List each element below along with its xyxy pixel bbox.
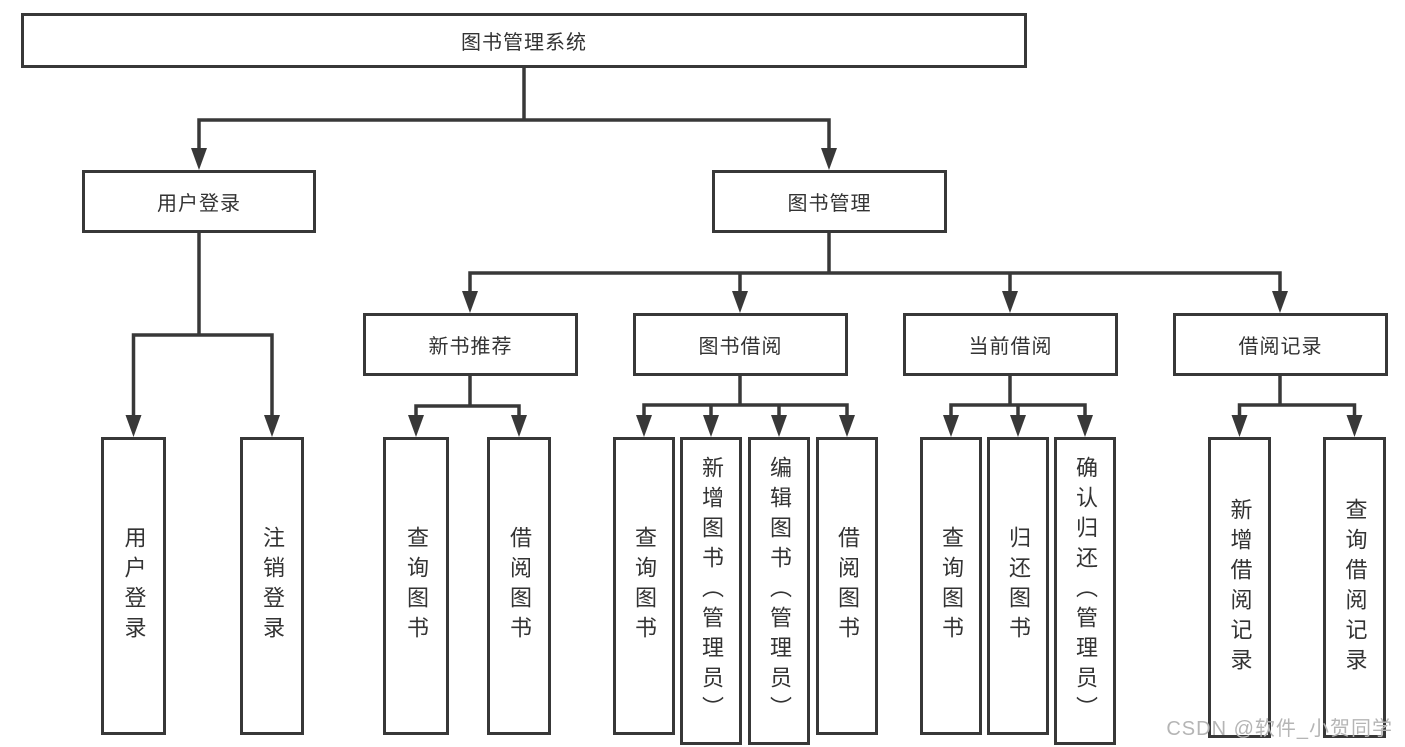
arrowhead-icon (703, 415, 719, 437)
leaf-records-query-record: 查询借阅记录 (1323, 437, 1386, 738)
arrowhead-icon (125, 415, 142, 437)
arrowhead-icon (821, 148, 837, 170)
arrowhead-icon (732, 291, 748, 313)
arrowhead-icon (771, 415, 787, 437)
leaf-borrow-add-books-admin-label: 新增图书（管理员） (699, 456, 724, 726)
connector-current-borrow-branch (949, 374, 1087, 421)
leaf-logout-label: 注销登录 (260, 526, 285, 646)
arrowhead-icon (408, 415, 424, 437)
node-book-mgmt-label: 图书管理 (787, 193, 872, 215)
leaf-records-query-record-label: 查询借阅记录 (1342, 497, 1368, 678)
leaf-current-query-books: 查询图书 (920, 437, 982, 735)
node-new-book-rec: 新书推荐 (363, 313, 578, 376)
leaf-current-query-books-label: 查询图书 (939, 526, 964, 646)
arrowhead-icon (1077, 415, 1093, 437)
node-root-label: 图书管理系统 (461, 32, 587, 54)
leaf-records-add-record-label: 新增借阅记录 (1227, 497, 1253, 678)
connector-borrow-records-branch (1237, 374, 1357, 421)
leaf-user-login: 用户登录 (101, 437, 166, 735)
arrowhead-icon (636, 415, 652, 437)
leaf-current-confirm-return-admin-label: 确认归还（管理员） (1073, 456, 1098, 726)
leaf-borrow-edit-books-admin-label: 编辑图书（管理员） (767, 456, 792, 726)
leaf-records-add-record: 新增借阅记录 (1208, 437, 1271, 738)
arrowhead-icon (1010, 415, 1026, 437)
node-current-borrow-label: 当前借阅 (968, 336, 1053, 358)
leaf-current-confirm-return-admin: 确认归还（管理员） (1054, 437, 1116, 745)
node-borrow-records: 借阅记录 (1173, 313, 1388, 376)
leaf-borrow-query-books: 查询图书 (613, 437, 675, 735)
leaf-logout: 注销登录 (240, 437, 304, 735)
connector-book-mgmt-branch (468, 231, 1282, 297)
leaf-rec-query-books: 查询图书 (383, 437, 449, 735)
leaf-current-return-books-label: 归还图书 (1006, 526, 1031, 646)
arrowhead-icon (1002, 291, 1018, 313)
node-user-login: 用户登录 (82, 170, 316, 233)
arrowhead-icon (191, 148, 207, 170)
connector-book-borrow-branch (642, 374, 849, 421)
leaf-borrow-edit-books-admin: 编辑图书（管理员） (748, 437, 810, 745)
arrowhead-icon (943, 415, 959, 437)
leaf-current-return-books: 归还图书 (987, 437, 1049, 735)
leaf-borrow-add-books-admin: 新增图书（管理员） (680, 437, 742, 745)
leaf-rec-borrow-books: 借阅图书 (487, 437, 551, 735)
leaf-borrow-query-books-label: 查询图书 (632, 526, 657, 646)
leaf-borrow-borrow-books-label: 借阅图书 (835, 526, 860, 646)
leaf-borrow-borrow-books: 借阅图书 (816, 437, 878, 735)
connector-user-login-branch (131, 231, 274, 421)
node-new-book-rec-label: 新书推荐 (428, 336, 513, 358)
node-user-login-label: 用户登录 (157, 193, 241, 215)
connector-lines (131, 66, 1357, 421)
node-borrow-records-label: 借阅记录 (1238, 336, 1323, 358)
arrowhead-icon (511, 415, 527, 437)
node-book-borrow: 图书借阅 (633, 313, 848, 376)
leaf-rec-borrow-books-label: 借阅图书 (507, 526, 532, 646)
node-book-mgmt: 图书管理 (712, 170, 947, 233)
arrowhead-icon (462, 291, 478, 313)
node-book-borrow-label: 图书借阅 (698, 336, 783, 358)
arrowhead-icon (264, 415, 280, 437)
leaf-rec-query-books-label: 查询图书 (404, 526, 429, 646)
arrowhead-icon (1231, 415, 1248, 437)
arrowhead-icon (1272, 291, 1288, 313)
connector-new-book-rec-branch (414, 374, 521, 421)
watermark: CSDN @软件_小贺同学 (1166, 718, 1393, 740)
connector-root (197, 66, 831, 152)
node-current-borrow: 当前借阅 (903, 313, 1118, 376)
arrowhead-icon (839, 415, 855, 437)
leaf-user-login-label: 用户登录 (121, 526, 147, 646)
arrowhead-icon (1346, 415, 1363, 437)
arrowheads (125, 148, 1363, 437)
node-root: 图书管理系统 (21, 13, 1027, 68)
